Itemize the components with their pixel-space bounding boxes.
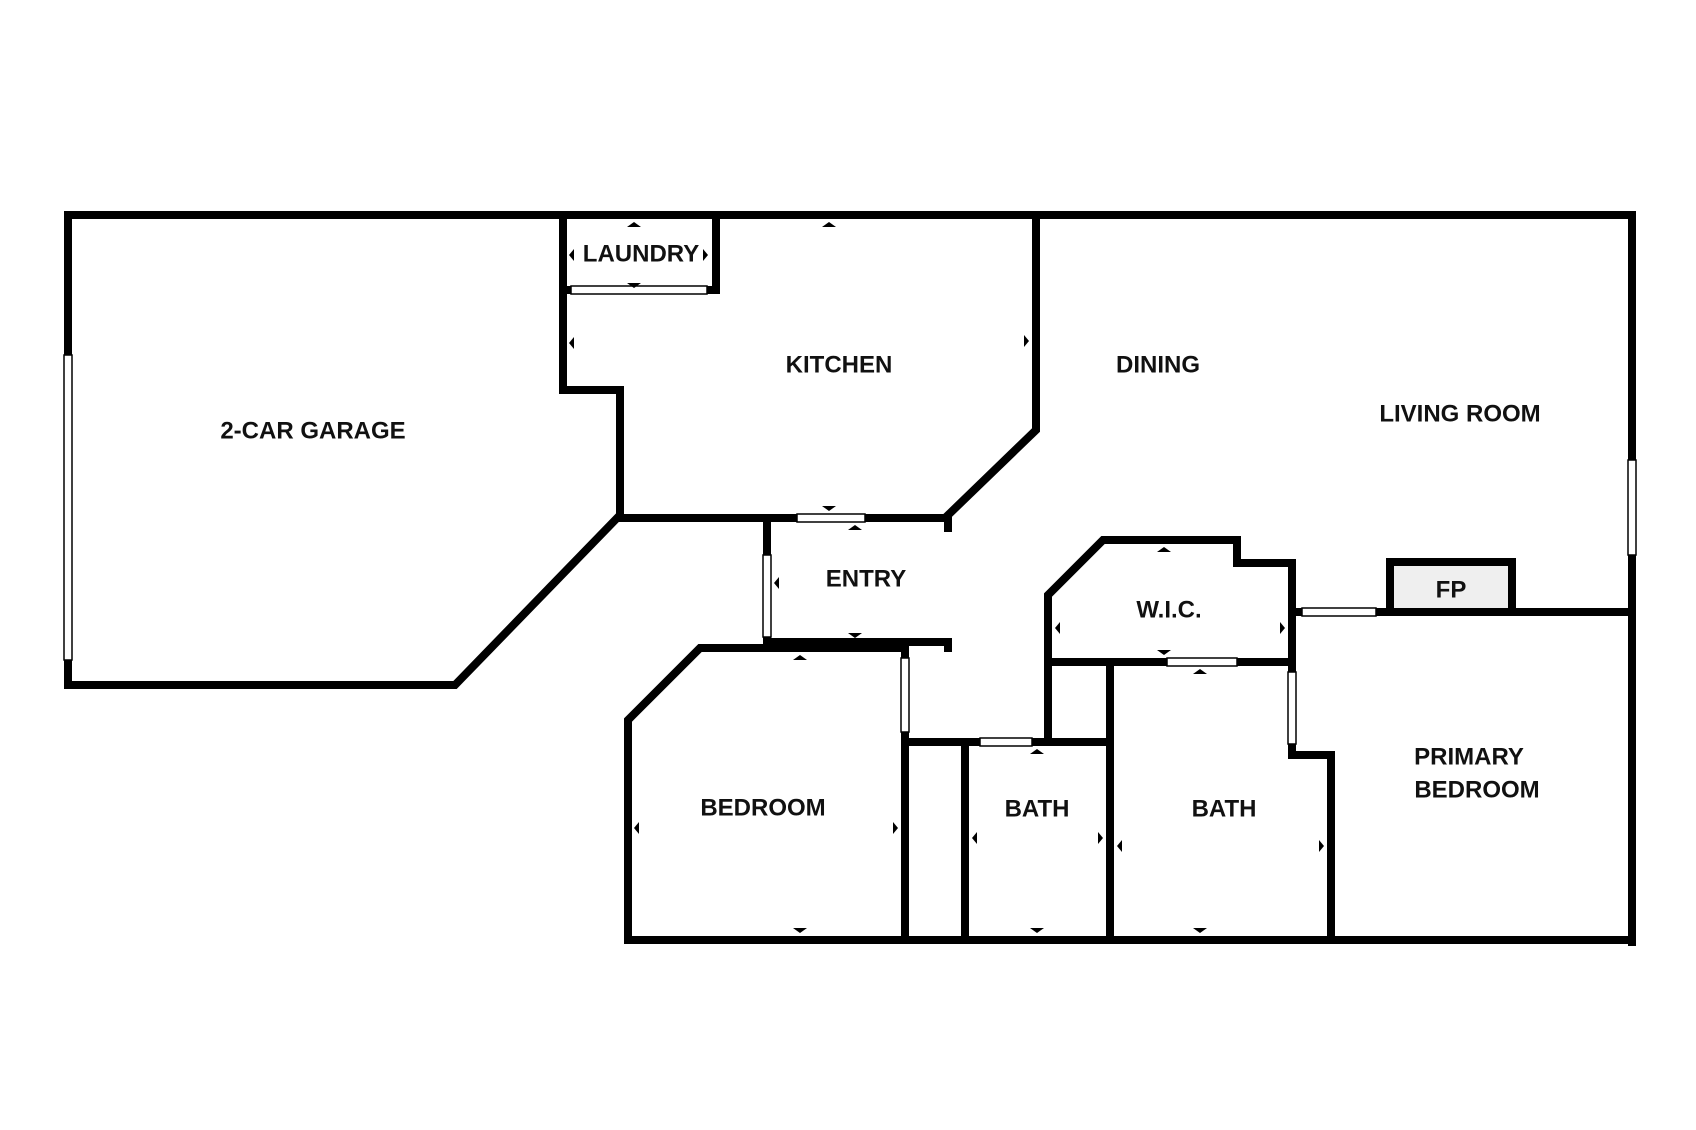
top-wall (559, 211, 1636, 946)
entry-door (762, 554, 772, 638)
marker (893, 822, 898, 834)
bath-label-2: BATH (1192, 795, 1257, 822)
marker (848, 525, 862, 530)
primary-bedroom-label-line1: PRIMARY (1414, 743, 1524, 770)
marker (569, 249, 574, 261)
dining-label: DINING (1116, 351, 1200, 378)
marker (972, 832, 977, 844)
garage-window (63, 354, 73, 661)
marker (1319, 840, 1324, 852)
marker (1117, 840, 1122, 852)
marker (1280, 622, 1285, 634)
fireplace-label: FP (1436, 576, 1467, 603)
bath2-walls (1288, 658, 1335, 944)
wic-walls (1044, 536, 1296, 746)
marker (793, 655, 807, 660)
bedroom-door (900, 657, 910, 733)
marker (822, 222, 836, 227)
bath2-door (1287, 671, 1297, 745)
dimension-markers (569, 222, 1324, 933)
marker (1157, 547, 1171, 552)
marker (1030, 928, 1044, 933)
laundry-label: LAUNDRY (583, 240, 699, 267)
marker (1098, 832, 1103, 844)
marker (703, 249, 708, 261)
marker (1030, 749, 1044, 754)
marker (1157, 650, 1171, 655)
marker (1024, 335, 1029, 347)
entry-label: ENTRY (826, 565, 906, 592)
marker (1055, 622, 1060, 634)
marker (627, 222, 641, 227)
garage-label: 2-CAR GARAGE (220, 417, 405, 444)
kitchen-label: KITCHEN (786, 351, 893, 378)
primary-door (1301, 607, 1377, 617)
bath-label-1: BATH (1005, 795, 1070, 822)
bath1-door (979, 737, 1033, 747)
wic-door (1166, 657, 1238, 667)
living-room-label: LIVING ROOM (1379, 400, 1540, 427)
marker (848, 633, 862, 638)
marker (774, 577, 779, 589)
garage-walls (64, 211, 624, 689)
marker (569, 337, 574, 349)
marker (1193, 669, 1207, 674)
marker (634, 822, 639, 834)
marker (793, 928, 807, 933)
marker (822, 506, 836, 511)
laundry-opening (570, 285, 708, 295)
bedroom-label: BEDROOM (700, 794, 825, 821)
kitchen-door-opening (796, 513, 866, 523)
fireplace-box (1386, 558, 1516, 616)
kitchen-walls (616, 211, 1040, 522)
windows (63, 285, 1637, 747)
entry-stub (936, 514, 952, 532)
living-window (1627, 459, 1637, 556)
marker (1193, 928, 1207, 933)
primary-bedroom-label-line2: BEDROOM (1414, 776, 1539, 803)
marker (627, 283, 641, 288)
room-labels: 2-CAR GARAGE LAUNDRY KITCHEN DINING LIVI… (220, 240, 1540, 822)
wic-label: W.I.C. (1136, 596, 1201, 623)
